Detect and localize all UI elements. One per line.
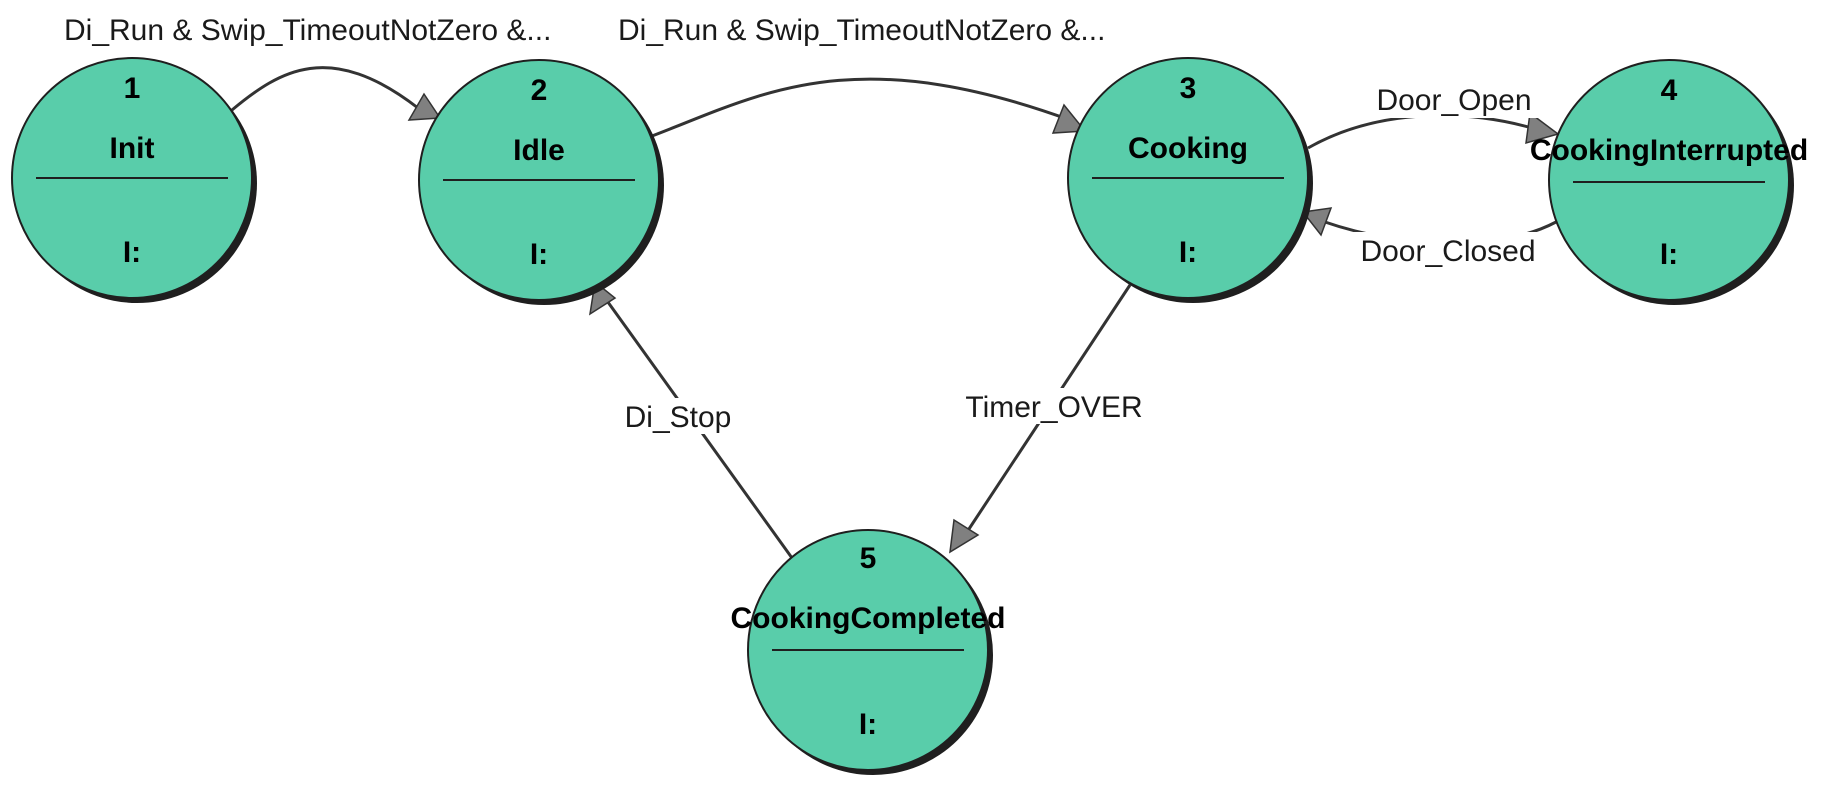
state-4-circle[interactable] [1548, 59, 1790, 301]
state-2-number: 2 [531, 74, 548, 107]
state-3-action: I: [1179, 236, 1197, 269]
transition-2-3-label[interactable]: Di_Run & Swip_TimeoutNotZero &... [618, 14, 1105, 47]
transition-1-2-arrowhead-icon [407, 92, 442, 121]
transition-2-3-line[interactable] [651, 77, 1071, 138]
state-3-name: Cooking [1128, 132, 1248, 165]
arrowheads [407, 92, 1560, 554]
states: 1 Init I: 2 Idle I: 3 Cooking I: 4 [11, 57, 1808, 775]
transition-3-4-label[interactable]: Door_Open [1376, 84, 1531, 117]
transition-2-3-arrowhead-icon [1051, 103, 1087, 134]
state-3-number: 3 [1180, 72, 1197, 105]
state-5-action: I: [859, 708, 877, 741]
state-1-number: 1 [124, 72, 141, 105]
transition-labels: Di_Run & Swip_TimeoutNotZero &... Di_Run… [64, 14, 1546, 434]
state-2-idle[interactable]: 2 Idle I: [418, 59, 664, 305]
transition-4-3-label-background [1350, 232, 1546, 268]
state-5-name: CookingCompleted [731, 602, 1006, 635]
state-1-action: I: [123, 236, 141, 269]
transition-1-2-line[interactable] [231, 66, 419, 112]
state-1-init[interactable]: 1 Init I: [11, 57, 257, 303]
transition-4-3-arrowhead-icon [1301, 207, 1333, 237]
transition-5-2-label-background [616, 398, 740, 434]
state-4-cookinginterrupted[interactable]: 4 CookingInterrupted I: [1530, 59, 1808, 305]
state-4-action: I: [1660, 238, 1678, 271]
state-1-name: Init [110, 132, 155, 165]
state-5-number: 5 [860, 542, 877, 575]
transition-3-4-line[interactable] [1307, 114, 1533, 150]
transition-5-2-label[interactable]: Di_Stop [625, 401, 732, 434]
transition-1-2-label[interactable]: Di_Run & Swip_TimeoutNotZero &... [64, 14, 551, 47]
state-2-action: I: [530, 238, 548, 271]
transition-3-5-arrowhead-icon [949, 518, 980, 554]
state-4-name: CookingInterrupted [1530, 134, 1808, 167]
transition-3-4-label-background [1368, 82, 1540, 118]
state-2-name: Idle [513, 134, 565, 167]
transition-3-5-label-background [958, 388, 1150, 424]
state-5-cookingcompleted[interactable]: 5 CookingCompleted I: [731, 529, 1006, 775]
transition-3-4-arrowhead-icon [1525, 111, 1560, 145]
state-4-number: 4 [1661, 74, 1678, 107]
state-3-cooking[interactable]: 3 Cooking I: [1067, 57, 1313, 303]
transition-3-5-label[interactable]: Timer_OVER [965, 391, 1142, 424]
transition-4-3-label[interactable]: Door_Closed [1360, 235, 1535, 268]
